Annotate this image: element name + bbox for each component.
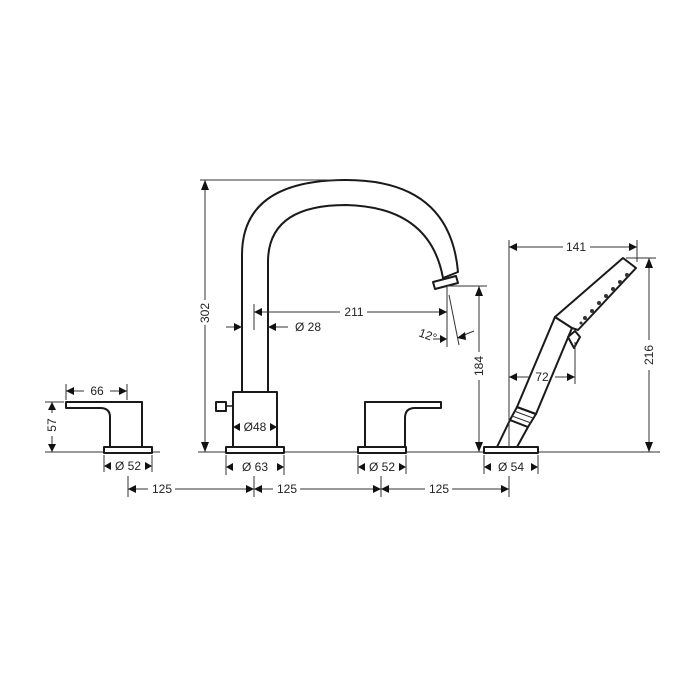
label-spacing-2: 125 [277,482,297,496]
dim-spacing: 125 125 125 [127,476,510,497]
label-spacing-1: 125 [152,482,172,496]
spout [215,179,459,454]
label-141: 141 [566,240,586,254]
label-72: 72 [535,370,549,384]
dim-spout-base: Ø 63 [225,455,285,475]
dim-left-handle-width: 66 [65,384,128,400]
dim-left-handle-height: 57 [45,401,64,452]
label-spout-base-dia: Ø 63 [242,460,268,474]
dim-shower-grip: 72 [509,342,576,384]
dim-shower-height: 216 [626,257,656,452]
label-right-base-dia: Ø 52 [369,460,395,474]
label-shower-base-dia: Ø 54 [498,460,524,474]
label-spacing-3: 125 [429,482,449,496]
dim-shower-base: Ø 54 [483,455,539,474]
label-body-dia: Ø48 [244,420,267,434]
dim-spout-body: Ø48 [233,420,277,434]
label-57: 57 [45,418,59,432]
label-216: 216 [642,345,656,365]
dim-spout-outlet-height: 184 [447,285,487,452]
dim-spout-height: 302 [198,179,340,452]
label-spout-dia: Ø 28 [295,320,321,334]
dim-left-base: Ø 52 [103,455,153,473]
dim-spout-dia: Ø 28 [226,320,321,334]
right-handle [357,401,442,454]
label-302: 302 [198,303,212,323]
label-66: 66 [90,384,104,398]
dim-spout-angle: 12° [417,287,475,347]
label-211: 211 [344,305,363,319]
label-left-base-dia: Ø 52 [115,459,141,473]
label-12deg: 12° [417,326,439,345]
dim-spout-reach: 211 [253,304,447,330]
hand-shower [483,257,637,454]
left-handle [65,401,153,454]
dim-shower-reach: 141 [508,240,638,447]
dim-right-base: Ø 52 [357,455,407,474]
label-184: 184 [472,356,486,376]
spray-nozzles [579,273,629,325]
